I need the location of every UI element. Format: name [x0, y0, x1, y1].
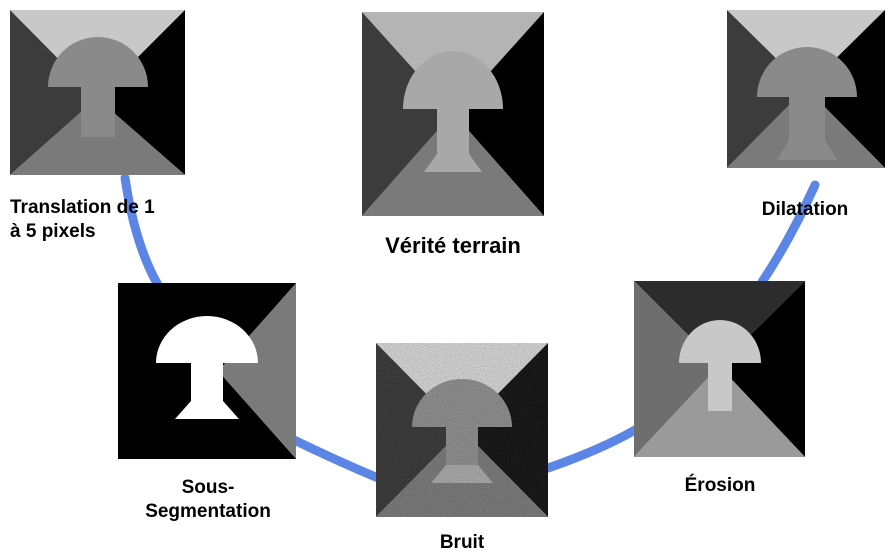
connector-arc — [120, 173, 820, 483]
translation-image — [10, 10, 185, 175]
under-segmentation-image — [118, 283, 296, 459]
under-segmentation-label: Sous- Segmentation — [128, 476, 288, 524]
dilation-label: Dilatation — [761, 199, 849, 220]
ground-truth-label: Vérité terrain — [385, 233, 521, 258]
under-segmentation-label-line2: Segmentation — [145, 501, 271, 522]
erosion-label: Érosion — [684, 475, 756, 496]
under-segmentation-label-line1: Sous- — [181, 477, 235, 498]
noise-label: Bruit — [439, 532, 485, 553]
dilation-image — [727, 10, 885, 168]
noise-image — [376, 343, 548, 517]
translation-label-line1: Translation de 1 — [10, 197, 155, 218]
ground-truth-image — [362, 12, 544, 216]
translation-label: Translation de 1 à 5 pixels — [10, 196, 210, 244]
erosion-image — [634, 281, 805, 457]
translation-label-line2: à 5 pixels — [10, 221, 96, 242]
